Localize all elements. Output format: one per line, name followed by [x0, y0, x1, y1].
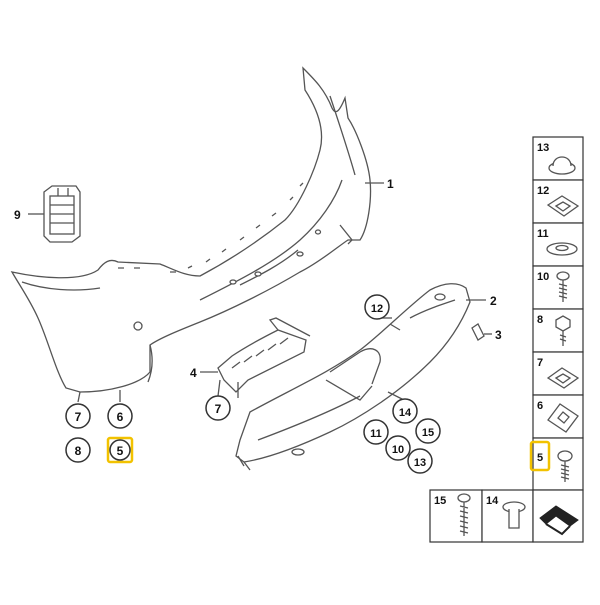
svg-text:14: 14 — [486, 495, 499, 507]
grommet-icon — [548, 156, 576, 175]
svg-text:6: 6 — [117, 410, 124, 424]
svg-text:5: 5 — [117, 444, 124, 458]
plug-part — [471, 323, 492, 341]
svg-text:5: 5 — [537, 452, 543, 464]
panel-row-10: 10 — [532, 265, 584, 310]
svg-text:14: 14 — [399, 407, 412, 419]
hex-nut-icon — [555, 315, 571, 346]
callout-diffuser-d: 10 — [385, 435, 411, 461]
svg-text:7: 7 — [75, 410, 82, 424]
svg-text:7: 7 — [215, 402, 222, 416]
svg-text:11: 11 — [370, 428, 382, 440]
panel-row-13: 13 — [532, 136, 584, 181]
svg-text:6: 6 — [537, 400, 543, 412]
connector-part — [28, 185, 81, 243]
bolt-icon — [457, 493, 471, 536]
diffuser-part — [235, 283, 486, 471]
label-bumper: 1 — [387, 177, 394, 191]
clip-nut-icon — [546, 195, 580, 217]
label-connector: 9 — [14, 208, 21, 222]
hardware-panel: 13 12 11 10 — [529, 136, 584, 491]
panel-row-15: 15 — [429, 489, 483, 543]
rivet-icon — [502, 501, 526, 529]
panel-shim — [532, 489, 584, 543]
shim-icon — [539, 505, 579, 536]
panel-row-11: 11 — [532, 222, 584, 267]
svg-text:8: 8 — [75, 444, 82, 458]
label-diffuser: 2 — [490, 294, 497, 308]
screw-icon — [556, 271, 570, 302]
callout-diffuser-a: 14 — [392, 398, 418, 424]
callout-left-c: 8 — [65, 437, 91, 463]
screw-icon — [557, 450, 573, 482]
rear-bumper-cover — [10, 66, 384, 393]
svg-text:10: 10 — [392, 444, 404, 456]
highlight-box — [529, 440, 551, 472]
svg-text:15: 15 — [434, 495, 446, 507]
callout-left-a: 7 — [65, 403, 91, 429]
panel-row-14: 14 — [481, 489, 534, 543]
callout-diffuser-e: 13 — [407, 448, 433, 474]
svg-text:12: 12 — [371, 303, 383, 315]
svg-text:15: 15 — [422, 427, 434, 439]
bottom-hardware-panel: 15 14 — [429, 489, 584, 543]
callout-left-b: 6 — [107, 403, 133, 429]
svg-text:12: 12 — [537, 185, 549, 197]
panel-row-5: 5 — [529, 437, 584, 491]
callout-left-d-highlighted: 5 — [106, 436, 134, 464]
panel-row-12: 12 — [532, 179, 584, 224]
callout-diffuser-c: 15 — [415, 418, 441, 444]
panel-row-8: 8 — [532, 308, 584, 353]
svg-text:7: 7 — [537, 357, 543, 369]
svg-text:13: 13 — [414, 457, 426, 469]
washer-icon — [546, 242, 578, 256]
panel-row-7: 7 — [532, 351, 584, 396]
callout-bracket-ref: 7 — [205, 395, 231, 421]
bracket-part — [200, 317, 311, 398]
clip-icon — [547, 403, 579, 433]
label-plug: 3 — [495, 328, 502, 342]
clip-nut-icon — [546, 367, 580, 389]
label-bracket: 4 — [190, 366, 197, 380]
panel-row-6: 6 — [532, 394, 584, 439]
svg-text:11: 11 — [537, 228, 549, 240]
callout-diffuser-b: 11 — [363, 419, 389, 445]
svg-text:13: 13 — [537, 142, 549, 154]
svg-text:10: 10 — [537, 271, 549, 283]
svg-text:8: 8 — [537, 314, 543, 326]
callout-diffuser-top: 12 — [364, 294, 390, 320]
